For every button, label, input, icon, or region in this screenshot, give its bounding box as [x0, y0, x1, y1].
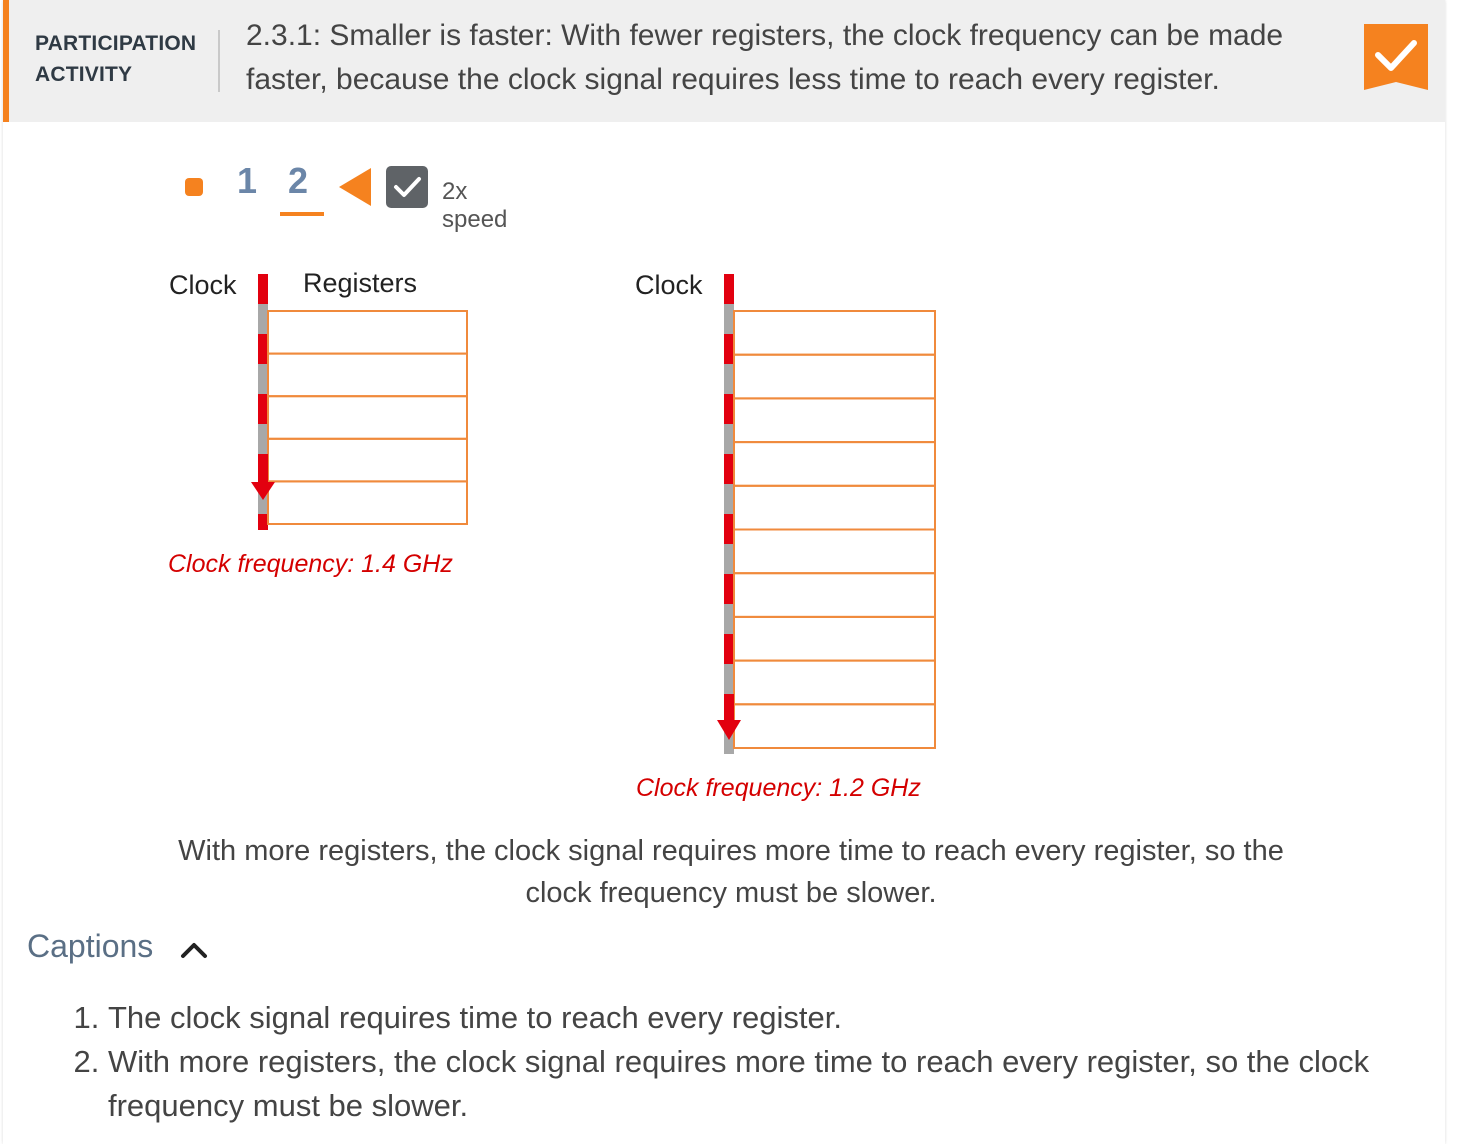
- back-arrow-icon[interactable]: [337, 166, 373, 208]
- left-clock-segment: [258, 334, 268, 364]
- right-clock-segment: [724, 334, 734, 364]
- checkbox-check-icon: [394, 177, 421, 197]
- right-clock-segment: [724, 514, 734, 544]
- caption-item: The clock signal requires time to reach …: [108, 996, 1448, 1040]
- right-clock-segment: [724, 364, 734, 394]
- right-clock-segment: [724, 664, 734, 694]
- right-register: [733, 353, 936, 400]
- left-clock-segment: [258, 514, 268, 530]
- right-clock-label: Clock: [635, 270, 703, 300]
- left-register: [267, 480, 468, 525]
- right-clock-segment: [724, 634, 734, 664]
- left-clock-segment: [258, 394, 268, 424]
- right-register: [733, 659, 936, 706]
- right-register: [733, 572, 936, 618]
- left-clock-label: Clock: [169, 270, 237, 300]
- captions-list: The clock signal requires time to reach …: [70, 996, 1448, 1128]
- right-register: [733, 528, 936, 575]
- step-2-button[interactable]: 2: [288, 160, 309, 201]
- right-clock-segment: [724, 274, 734, 304]
- registers-label: Registers: [303, 268, 418, 298]
- right-clock-segment: [724, 484, 734, 514]
- activity-type-line1: PARTICIPATION: [35, 32, 197, 55]
- right-register: [733, 310, 936, 356]
- right-clock-segment: [724, 424, 734, 454]
- left-register: [267, 395, 468, 440]
- caption-item: With more registers, the clock signal re…: [108, 1040, 1448, 1128]
- speed-label: 2x speed: [442, 178, 508, 233]
- stop-icon[interactable]: [185, 178, 203, 196]
- left-register: [267, 310, 468, 355]
- left-frequency-label: Clock frequency: 1.4 GHz: [168, 550, 453, 578]
- activity-header: PARTICIPATION ACTIVITY 2.3.1: Smaller is…: [3, 0, 1445, 122]
- activity-type-line2: ACTIVITY: [35, 63, 133, 86]
- activity-type-label: PARTICIPATION ACTIVITY: [35, 28, 196, 90]
- activity-title: 2.3.1: Smaller is faster: With fewer reg…: [246, 19, 1284, 96]
- left-clock-arrow: [251, 482, 275, 500]
- right-clock-segment: [724, 454, 734, 484]
- check-icon: [1364, 24, 1428, 90]
- left-clock-segment: [258, 364, 268, 394]
- left-clock-segment: [258, 274, 268, 304]
- right-register: [733, 615, 936, 662]
- left-clock-segment: [258, 424, 268, 454]
- left-register: [267, 352, 468, 398]
- right-register: [733, 441, 936, 487]
- right-clock-segment: [724, 574, 734, 604]
- step-1-button[interactable]: 1: [237, 160, 258, 201]
- right-clock-active-segment: [724, 694, 734, 722]
- left-register: [267, 437, 468, 483]
- right-register: [733, 397, 936, 444]
- right-clock-arrow: [717, 720, 741, 740]
- current-step-indicator: [280, 212, 324, 216]
- captions-toggle[interactable]: Captions: [27, 928, 154, 964]
- right-register: [733, 484, 936, 531]
- right-clock-segment: [724, 604, 734, 634]
- right-frequency-label: Clock frequency: 1.2 GHz: [636, 774, 921, 802]
- speed-checkbox[interactable]: [386, 166, 428, 208]
- left-clock-segment: [258, 304, 268, 334]
- header-divider: [218, 30, 220, 92]
- right-clock-segment: [724, 304, 734, 334]
- chevron-up-icon[interactable]: [178, 938, 210, 962]
- step-description: With more registers, the clock signal re…: [178, 835, 1284, 909]
- left-clock-active-segment: [258, 454, 268, 484]
- right-register: [733, 703, 936, 749]
- right-clock-segment: [724, 394, 734, 424]
- right-clock-segment: [724, 544, 734, 574]
